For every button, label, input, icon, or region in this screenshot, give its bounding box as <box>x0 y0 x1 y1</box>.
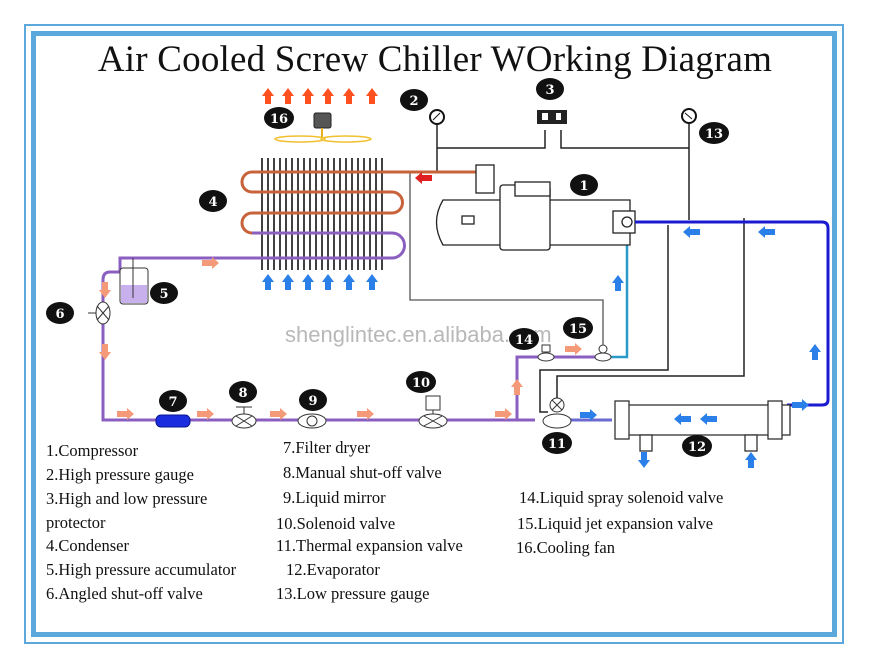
callout-10: 10 <box>406 371 436 393</box>
callouts: 1 2 3 4 5 6 7 8 9 10 11 12 13 14 15 16 <box>46 78 729 457</box>
svg-text:13: 13 <box>705 127 723 142</box>
legend-item: 11.Thermal expansion valve <box>276 536 463 555</box>
diagram-title: Air Cooled Screw Chiller WOrking Diagram <box>97 39 773 80</box>
legend-item: 12.Evaporator <box>286 560 380 579</box>
inner-frame <box>31 31 837 637</box>
svg-text:7: 7 <box>168 395 177 410</box>
solenoid-valve-icon <box>418 395 448 429</box>
legend-item: 6.Angled shut-off valve <box>46 584 203 603</box>
cooling-fan-icon <box>274 112 372 143</box>
svg-text:2: 2 <box>409 94 418 109</box>
callout-6: 6 <box>46 302 74 324</box>
svg-text:9: 9 <box>308 394 317 409</box>
callout-14: 14 <box>509 328 539 350</box>
compressor-icon <box>435 164 636 251</box>
low-pressure-gauge-icon <box>681 108 697 124</box>
svg-text:12: 12 <box>688 440 706 455</box>
manual-valve-icon <box>231 406 257 429</box>
legend-item: 10.Solenoid valve <box>276 514 396 533</box>
condenser-coil <box>120 170 420 260</box>
callout-12: 12 <box>682 435 712 457</box>
hot-air-arrows <box>262 88 378 104</box>
legend-item: 15.Liquid jet expansion valve <box>517 514 714 533</box>
outer-frame <box>24 24 844 644</box>
callout-5: 5 <box>150 282 178 304</box>
callout-4: 4 <box>199 190 227 212</box>
callout-7: 7 <box>159 390 187 412</box>
callout-13: 13 <box>699 122 729 144</box>
injection-liquid-line <box>515 355 605 420</box>
accumulator-icon <box>119 258 149 305</box>
sensing-lines <box>539 218 745 413</box>
liquid-spray-solenoid-valve-icon <box>537 344 555 362</box>
liquid-mirror-icon <box>297 413 327 429</box>
legend-item: protector <box>46 513 106 532</box>
watermark: shenglintec.en.alibaba.com <box>285 322 552 347</box>
callout-16: 16 <box>264 107 294 129</box>
callout-2: 2 <box>400 89 428 111</box>
cold-air-arrows <box>262 274 378 290</box>
liquid-jet-expansion-valve-icon <box>594 344 612 362</box>
injection-line <box>605 225 629 359</box>
legend-item: 4.Condenser <box>46 536 129 555</box>
callout-15: 15 <box>563 317 593 339</box>
callout-8: 8 <box>229 381 257 403</box>
svg-text:3: 3 <box>545 83 554 98</box>
legend-item: 7.Filter dryer <box>283 438 371 457</box>
svg-text:6: 6 <box>55 307 64 322</box>
legend-item: 2.High pressure gauge <box>46 465 195 484</box>
legend-item: 5.High pressure accumulator <box>46 560 237 579</box>
angled-shutoff-valve-icon <box>88 301 111 325</box>
svg-text:10: 10 <box>412 376 430 391</box>
pressure-protector-icon <box>537 110 567 124</box>
svg-text:14: 14 <box>515 333 533 348</box>
legend-item: 14.Liquid spray solenoid valve <box>519 488 724 507</box>
legend-item: 8.Manual shut-off valve <box>283 463 442 482</box>
thermal-expansion-valve-icon <box>542 397 572 429</box>
legend-item: 16.Cooling fan <box>516 538 615 557</box>
svg-text:4: 4 <box>208 195 217 210</box>
liquid-line <box>101 256 535 422</box>
svg-text:8: 8 <box>238 386 247 401</box>
legend-item: 13.Low pressure gauge <box>276 584 430 603</box>
legend-item: 9.Liquid mirror <box>283 488 386 507</box>
svg-text:11: 11 <box>548 437 566 452</box>
legend-item: 1.Compressor <box>46 441 139 460</box>
svg-text:16: 16 <box>270 112 288 127</box>
svg-text:5: 5 <box>159 287 168 302</box>
callout-1: 1 <box>570 174 598 196</box>
filter-dryer-icon <box>155 414 191 428</box>
callout-9: 9 <box>299 389 327 411</box>
chilled-water-line <box>635 220 830 407</box>
jet-sensing-line <box>409 172 604 345</box>
gauge-lines <box>436 122 690 220</box>
callout-11: 11 <box>542 432 572 454</box>
svg-text:15: 15 <box>569 322 587 337</box>
high-pressure-gauge-icon <box>429 109 445 125</box>
legend-item: 3.High and low pressure <box>46 489 208 508</box>
callout-3: 3 <box>536 78 564 100</box>
svg-text:1: 1 <box>579 179 588 194</box>
